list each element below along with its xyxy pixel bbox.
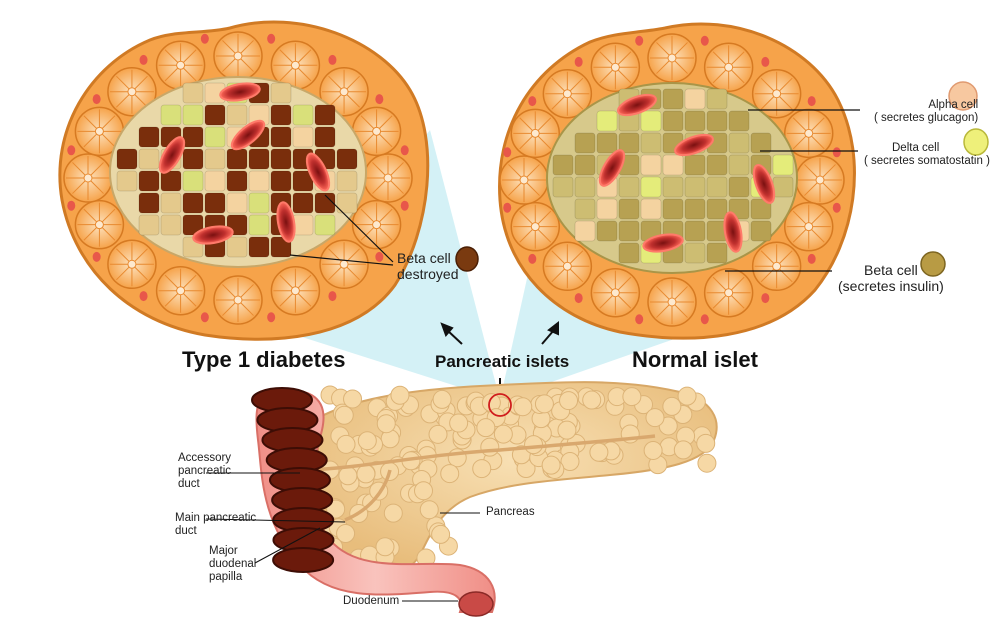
label-beta-cell: Beta cell (secretes insulin) xyxy=(838,262,944,295)
label-main-duct: Main pancreatic duct xyxy=(175,512,257,538)
delta-cell-icon xyxy=(963,128,989,156)
pancreas-leader-lines xyxy=(205,472,480,602)
islet-leader-lines xyxy=(289,109,860,272)
title-pancreatic-islets: Pancreatic islets xyxy=(435,352,570,371)
beta-cell-icon xyxy=(920,251,946,277)
title-type1: Type 1 diabetes xyxy=(182,347,346,372)
label-duodenum: Duodenum xyxy=(343,595,400,607)
destroyed-beta-cell-icon xyxy=(455,246,479,272)
pancreas xyxy=(299,381,718,576)
duodenum xyxy=(251,387,496,617)
label-beta-destroyed: Beta cell destroyed xyxy=(397,250,459,283)
label-delta-cell: Delta cell ( secretes somatostatin ) xyxy=(864,142,990,168)
alpha-cell-icon xyxy=(948,81,978,111)
type1-islet xyxy=(58,20,430,341)
label-accessory-duct: Accessory pancreatic duct xyxy=(178,452,232,491)
label-alpha-cell: Alpha cell ( secretes glucagon) xyxy=(874,99,979,125)
title-normal: Normal islet xyxy=(632,347,758,372)
label-pancreas: Pancreas xyxy=(486,506,535,518)
label-papilla: Major duodenal papilla xyxy=(209,545,257,584)
normal-islet xyxy=(498,22,856,340)
